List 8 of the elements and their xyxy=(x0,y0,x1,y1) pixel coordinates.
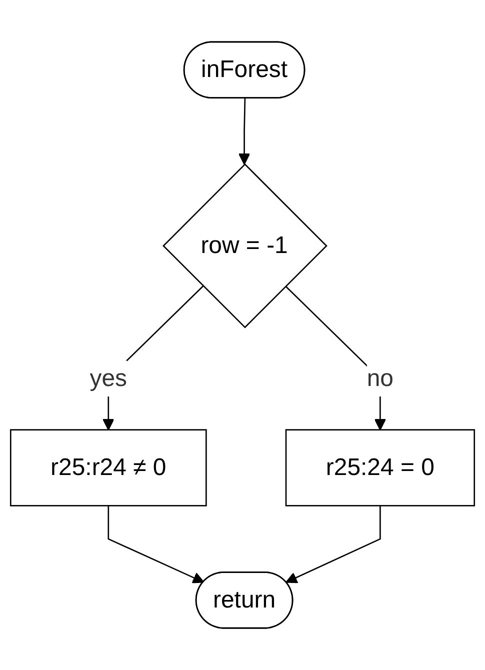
edge-label: no xyxy=(366,364,394,392)
arrow xyxy=(108,506,204,584)
arrow xyxy=(286,506,381,584)
node-diamond: row = -1 xyxy=(162,163,328,328)
arrow xyxy=(238,98,250,165)
node-box: r25:r24 ≠ 0 xyxy=(10,429,207,506)
node-box: r25:24 = 0 xyxy=(285,429,476,506)
edge-label: yes xyxy=(90,364,128,392)
